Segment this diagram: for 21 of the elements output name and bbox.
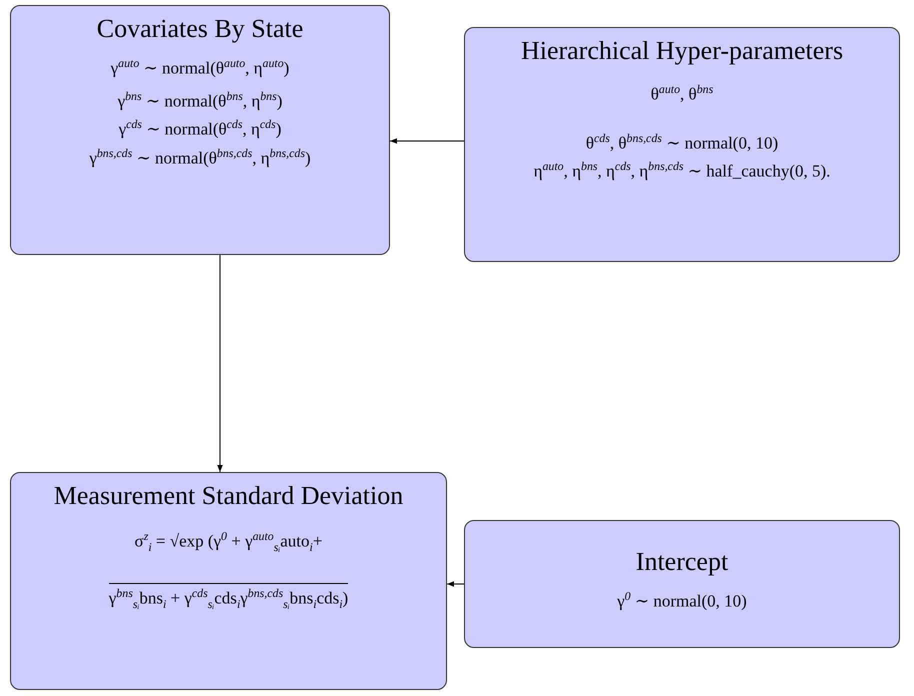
formula: γ$^{bns,cds}$ ∼ normal(θ$^{bns,cds}$, η$^{bns,cds}$) bbox=[88, 146, 312, 169]
formula: σ$^{z}$$_{i}$ = √exp (γ$^{0}$ + γ$^{auto}$$_{sᵢ}$auto$_{i}$+ bbox=[134, 529, 324, 556]
block-title: Measurement Standard Deviation bbox=[52, 483, 404, 509]
block-title: Hierarchical Hyper-parameters bbox=[520, 38, 844, 64]
formula: γ$^{auto}$ ∼ normal(θ$^{auto}$, η$^{auto}$) bbox=[110, 56, 290, 79]
formula: γ$^{bns}$$_{sᵢ}$bns$_{i}$ + γ$^{cds}$$_{sᵢ}$cds$_{i}$γ$^{bns,cds}$$_{sᵢ}$bns$_{i}$cds$_{i}$) bbox=[108, 583, 348, 612]
block-title: Intercept bbox=[634, 549, 730, 575]
arrow bbox=[446, 581, 464, 587]
formula: γ$^{bns}$ ∼ normal(θ$^{bns}$, η$^{bns}$) bbox=[116, 88, 284, 112]
model-block bbox=[10, 5, 390, 255]
formula: γ$^{0}$ ∼ normal(0, 10) bbox=[616, 589, 748, 612]
block-title: Covariates By State bbox=[96, 16, 304, 42]
arrow bbox=[390, 138, 464, 144]
formula: θ$^{auto}$, θ$^{bns}$ bbox=[650, 82, 714, 105]
model-block bbox=[464, 27, 900, 262]
model-block bbox=[464, 520, 900, 648]
formula: γ$^{cds}$ ∼ normal(θ$^{cds}$, η$^{cds}$) bbox=[118, 117, 282, 140]
arrow bbox=[217, 254, 223, 472]
formula: θ$^{cds}$, θ$^{bns,cds}$ ∼ normal(0, 10) bbox=[584, 130, 780, 154]
model-block bbox=[10, 472, 447, 690]
formula: η$^{auto}$, η$^{bns}$, η$^{cds}$, η$^{bns,cds}$ ∼ half_cauchy(0, 5). bbox=[532, 159, 832, 182]
